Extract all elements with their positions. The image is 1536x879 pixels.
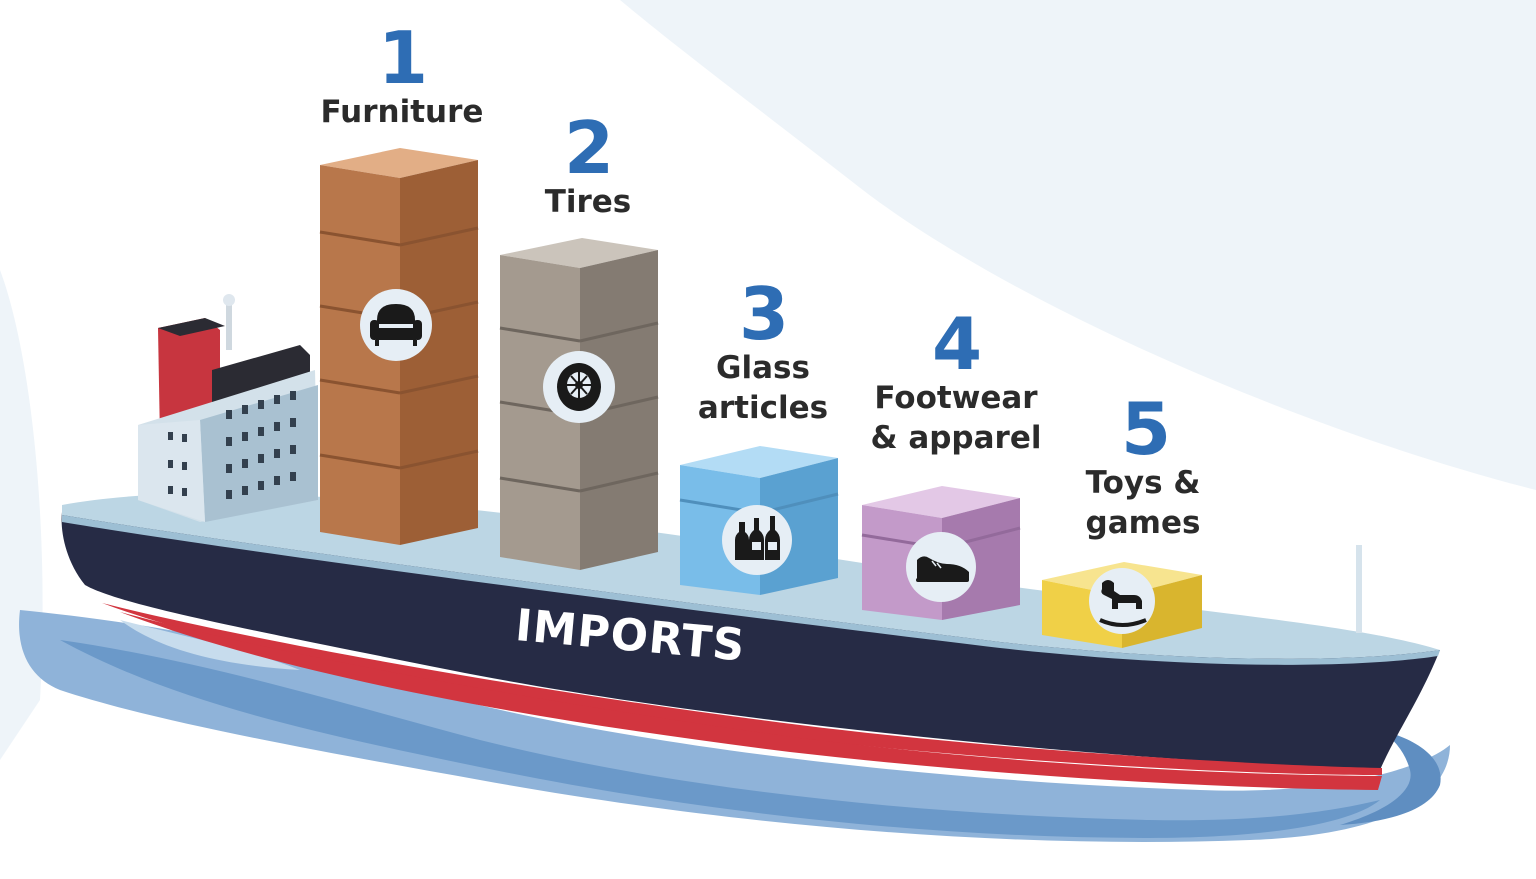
label-line: Glass <box>716 350 810 386</box>
label-line: & apparel <box>870 420 1042 456</box>
label-line: Footwear <box>874 380 1038 416</box>
background-swoosh <box>620 0 1536 490</box>
ship-hull <box>61 512 1441 790</box>
rocking-horse-icon <box>1089 568 1155 634</box>
rank-number-2: 2 <box>563 106 614 190</box>
item-label-footwear-apparel: Footwear & apparel <box>806 378 1106 458</box>
rank-number-5: 5 <box>1120 387 1171 471</box>
background-swoosh-left <box>0 270 43 760</box>
label-line: articles <box>697 390 829 426</box>
rank-number-1: 1 <box>377 16 428 100</box>
container-footwear-apparel <box>861 486 1021 620</box>
tire-icon <box>543 351 615 423</box>
item-label-tires: Tires <box>438 182 738 222</box>
bow-mast <box>1356 545 1362 633</box>
container-stack-furniture <box>319 148 479 545</box>
item-label-toys-games: Toys & games <box>993 463 1293 543</box>
water <box>19 610 1451 842</box>
container-stack-tires <box>499 238 659 570</box>
label-line: Tires <box>544 184 632 220</box>
armchair-icon <box>360 289 432 361</box>
label-line: Furniture <box>320 94 484 130</box>
label-line: Toys & <box>1085 465 1201 501</box>
sneaker-icon <box>906 532 976 602</box>
rank-number-4: 4 <box>931 302 982 386</box>
glass-bottles-icon <box>722 505 792 575</box>
item-label-furniture: Furniture <box>252 92 552 132</box>
ship-superstructure <box>138 294 318 522</box>
item-label-glass-articles: Glass articles <box>613 348 913 428</box>
label-line: games <box>1085 505 1201 541</box>
rank-number-3: 3 <box>738 272 789 356</box>
